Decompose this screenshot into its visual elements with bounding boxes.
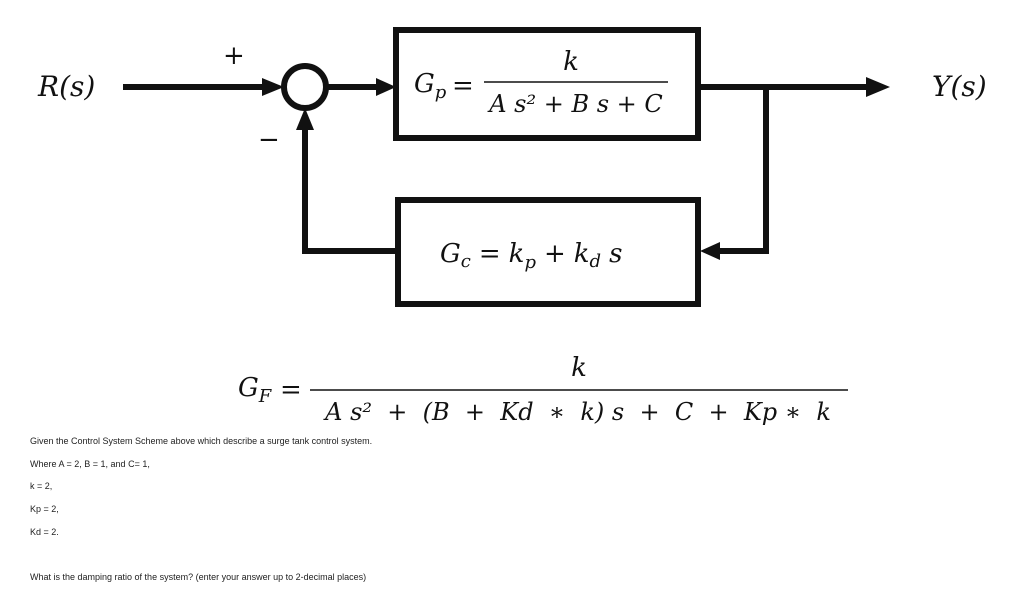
plant-equals: =: [452, 71, 474, 101]
closed-loop-equals: =: [280, 375, 302, 405]
minus-sign: −: [258, 125, 280, 155]
controller-block: [395, 197, 701, 307]
plant-denominator: A s² + B s + C: [487, 90, 663, 118]
output-label: Y(s): [932, 70, 987, 103]
input-arrowhead: [262, 78, 284, 96]
plant-numerator: k: [563, 47, 579, 77]
summing-junction: [281, 63, 329, 111]
output-arrowhead: [866, 77, 890, 97]
closed-loop-denominator: A s² + (B + Kd ∗ k) s + C + Kp ∗ k: [323, 398, 831, 426]
plant-lhs: Gp: [414, 69, 447, 103]
plus-sign: +: [223, 41, 245, 71]
plant-block: [393, 27, 701, 141]
given-k: k = 2,: [30, 481, 53, 491]
controller-input-arrowhead: [700, 242, 720, 260]
closed-loop-numerator: k: [571, 353, 587, 383]
feedback-takeoff-line: [716, 87, 769, 254]
given-kd: Kd = 2.: [30, 527, 59, 537]
feedback-return-line: [302, 126, 398, 254]
input-label: R(s): [37, 70, 95, 103]
question-intro: Given the Control System Scheme above wh…: [30, 436, 373, 446]
given-abc: Where A = 2, B = 1, and C= 1,: [30, 459, 150, 469]
given-kp: Kp = 2,: [30, 504, 59, 514]
feedback-arrowhead: [296, 108, 314, 130]
closed-loop-lhs: GF: [238, 373, 273, 407]
plant-input-arrowhead: [376, 78, 396, 96]
question-prompt: What is the damping ratio of the system?…: [30, 572, 367, 582]
